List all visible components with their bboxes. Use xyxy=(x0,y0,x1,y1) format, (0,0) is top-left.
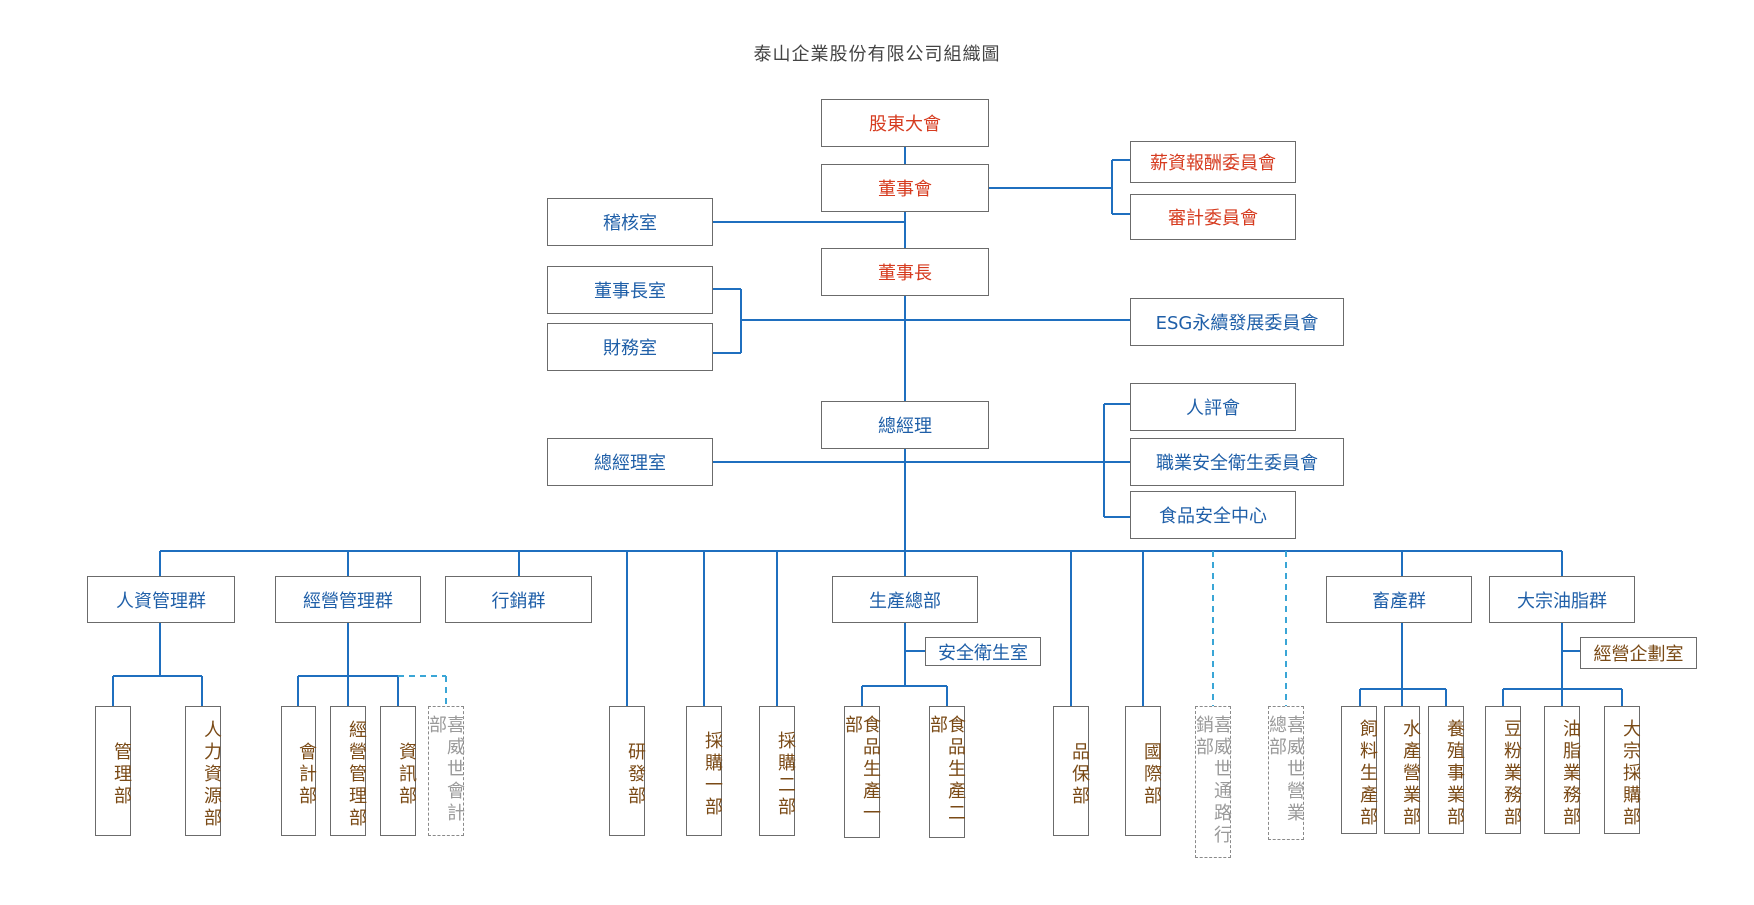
purchasing-1-box[interactable]: 採購一部 xyxy=(686,706,723,836)
breeding-business-box[interactable]: 養殖事業部 xyxy=(1428,706,1465,834)
esg-committee-box[interactable]: ESG永續發展委員會 xyxy=(1130,298,1344,346)
shareholders-box[interactable]: 股東大會 xyxy=(821,99,989,147)
bulk-oil-group-box[interactable]: 大宗油脂群 xyxy=(1489,576,1635,623)
chart-title: 泰山企業股份有限公司組織圖 xyxy=(753,44,1001,65)
livestock-group-box[interactable]: 畜產群 xyxy=(1326,576,1472,623)
bulk-purchasing-box[interactable]: 大宗採購部 xyxy=(1604,706,1641,834)
hr-review-box[interactable]: 人評會 xyxy=(1130,383,1296,431)
compensation-committee-box[interactable]: 薪資報酬委員會 xyxy=(1130,141,1296,183)
quality-assurance-box[interactable]: 品保部 xyxy=(1053,706,1090,836)
oil-business-box[interactable]: 油脂業務部 xyxy=(1544,706,1581,834)
audit-committee-box[interactable]: 審計委員會 xyxy=(1130,194,1296,240)
food-production-2-box[interactable]: 食品生產二部 xyxy=(927,706,966,838)
finance-office-box[interactable]: 財務室 xyxy=(547,323,713,371)
safety-committee-box[interactable]: 職業安全衛生委員會 xyxy=(1130,438,1344,486)
president-office-box[interactable]: 總經理室 xyxy=(547,438,713,486)
feed-production-box[interactable]: 飼料生產部 xyxy=(1341,706,1378,834)
hivis-business-hq-box[interactable]: 喜威世營業總部 xyxy=(1266,706,1305,840)
aquaculture-business-box[interactable]: 水產營業部 xyxy=(1384,706,1421,834)
hr-group-box[interactable]: 人資管理群 xyxy=(87,576,235,623)
hivis-channel-marketing-box[interactable]: 喜威世通路行銷部 xyxy=(1193,706,1232,858)
hivis-accounting-box[interactable]: 喜威世會計部 xyxy=(426,706,465,836)
audit-office-box[interactable]: 稽核室 xyxy=(547,198,713,246)
board-box[interactable]: 董事會 xyxy=(821,164,989,212)
chairman-office-box[interactable]: 董事長室 xyxy=(547,266,713,314)
food-safety-center-box[interactable]: 食品安全中心 xyxy=(1130,491,1296,539)
president-box[interactable]: 總經理 xyxy=(821,401,989,449)
chairman-box[interactable]: 董事長 xyxy=(821,248,989,296)
rd-dept-box[interactable]: 研發部 xyxy=(609,706,646,836)
purchasing-2-box[interactable]: 採購二部 xyxy=(759,706,796,836)
business-planning-office-box[interactable]: 經營企劃室 xyxy=(1580,637,1697,669)
accounting-dept-box[interactable]: 會計部 xyxy=(281,706,317,836)
it-dept-box[interactable]: 資訊部 xyxy=(380,706,417,836)
management-group-box[interactable]: 經營管理群 xyxy=(275,576,421,623)
food-production-1-box[interactable]: 食品生產一部 xyxy=(842,706,881,838)
marketing-group-box[interactable]: 行銷群 xyxy=(445,576,592,623)
hr-resources-dept-box[interactable]: 人力資源部 xyxy=(185,706,222,836)
safety-health-office-box[interactable]: 安全衛生室 xyxy=(925,637,1041,666)
production-hq-box[interactable]: 生產總部 xyxy=(832,576,978,623)
soybean-meal-business-box[interactable]: 豆粉業務部 xyxy=(1485,706,1522,834)
admin-dept-box[interactable]: 管理部 xyxy=(95,706,132,836)
business-mgmt-dept-box[interactable]: 經營管理部 xyxy=(330,706,367,836)
international-dept-box[interactable]: 國際部 xyxy=(1125,706,1162,836)
